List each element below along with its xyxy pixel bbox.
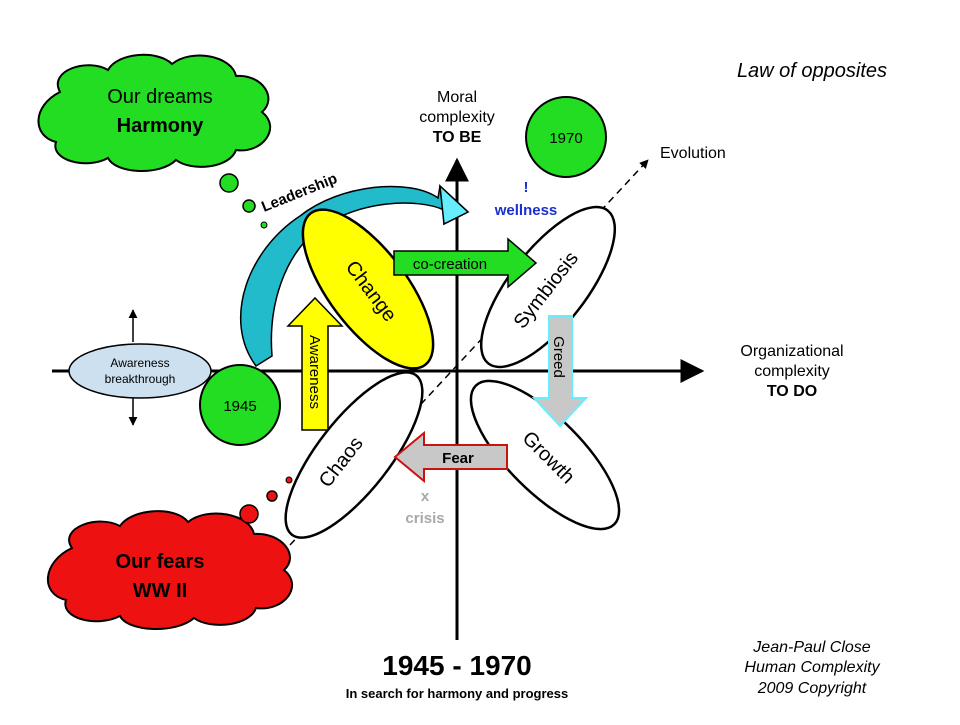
year-1945-circle (199, 364, 281, 446)
law-of-opposites-title: Law of opposites (737, 60, 887, 82)
fear-bubble-small (285, 476, 293, 484)
chaos-ellipse (284, 371, 424, 539)
credit-author: Jean-Paul Close (752, 639, 871, 656)
crisis-mark: x (421, 488, 430, 505)
awareness-breakthrough-ellipse (68, 343, 212, 399)
fear-label: Fear (442, 450, 474, 467)
vertical-axis-label-line3: TO BE (433, 129, 482, 146)
vertical-axis-label-line1: Moral (437, 89, 477, 106)
horizontal-axis-label-line1: Organizational (740, 343, 843, 360)
fears-cloud (47, 510, 294, 630)
fear-bubble-large (239, 504, 259, 524)
awareness-label: Awareness (306, 335, 323, 409)
horizontal-axis-label-line2: complexity (754, 363, 830, 380)
credit-organization: Human Complexity (744, 659, 880, 676)
year-1970-circle (525, 96, 607, 178)
dreams-cloud (37, 53, 272, 172)
thought-bubble-small (260, 221, 268, 229)
horizontal-axis-label-line3: TO DO (767, 383, 817, 400)
cocreation-label: co-creation (413, 256, 487, 273)
period-subtitle: In search for harmony and progress (346, 686, 569, 701)
greed-arrow (531, 315, 589, 428)
growth-ellipse (469, 379, 621, 531)
crisis-label: crisis (405, 510, 444, 527)
credit-copyright: 2009 Copyright (757, 680, 867, 697)
evolution-label: Evolution (660, 145, 726, 162)
fear-bubble-medium (266, 490, 278, 502)
year-1970-label: 1970 (549, 130, 582, 147)
harmony-label: Harmony (117, 115, 205, 137)
year-1945-label: 1945 (223, 398, 256, 415)
fear-arrow (393, 430, 508, 484)
cocreation-arrow (393, 237, 538, 289)
leadership-arrowhead-highlight (439, 184, 470, 226)
awareness-breakthrough-line2: breakthrough (105, 372, 176, 386)
thought-bubble-large (219, 173, 239, 193)
wellness-mark: ! (524, 179, 529, 196)
dreams-label: Our dreams (107, 86, 213, 108)
fears-label: Our fears (116, 551, 205, 573)
vertical-axis-label-line2: complexity (419, 109, 495, 126)
wellness-label: wellness (494, 202, 558, 219)
awareness-breakthrough-line1: Awareness (110, 356, 169, 370)
awareness-arrow (286, 296, 344, 431)
greed-label: Greed (550, 336, 567, 378)
thought-bubble-medium (242, 199, 256, 213)
ww2-label: WW II (133, 580, 187, 602)
period-title: 1945 - 1970 (382, 650, 531, 681)
